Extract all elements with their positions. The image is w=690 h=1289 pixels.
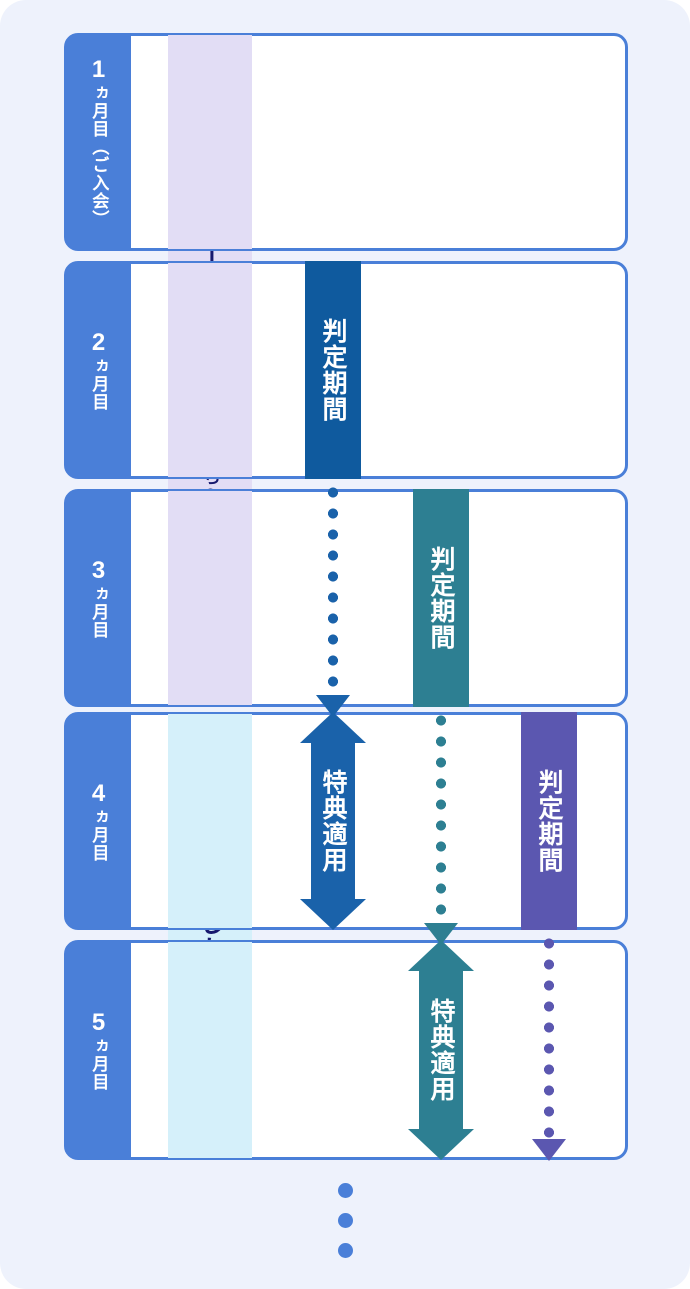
judgement-period-label-1: 判定期間 [319, 318, 347, 422]
judgement-period-bar-2: 判定期間 [413, 489, 469, 707]
arrow-shaft [311, 742, 355, 900]
month-number-2: 2 [85, 329, 113, 357]
month-label-5: 5 ヵ月目 [66, 942, 131, 1158]
benefit-label-1: 特典適用 [319, 769, 347, 873]
connector-dotted-arrow-1 [316, 482, 350, 717]
row-4-band-tint [168, 714, 252, 928]
month-unit-3: ヵ月目 [89, 585, 109, 639]
benefit-arrow-2: 特典適用 [408, 940, 474, 1160]
month-number-5: 5 [85, 1009, 113, 1037]
month-row-3: 3 ヵ月目 [64, 489, 628, 707]
connector-line [544, 933, 554, 1143]
arrow-shaft [419, 970, 463, 1130]
arrow-up-icon [408, 940, 474, 971]
row-1-band-tint [168, 35, 252, 249]
month-label-2: 2 ヵ月目 [66, 263, 131, 477]
connector-line [436, 710, 446, 927]
judgement-period-label-2: 判定期間 [427, 546, 455, 650]
month-unit-2: ヵ月目 [89, 357, 109, 411]
connector-dotted-arrow-3 [532, 933, 566, 1161]
ellipsis-dot [337, 1213, 353, 1228]
month-label-3: 3 ヵ月目 [66, 491, 131, 705]
arrow-down-icon [532, 1139, 566, 1161]
judgement-period-label-3: 判定期間 [535, 769, 563, 873]
month-number-1: 1 [85, 56, 113, 84]
month-label-1: 1 ヵ月目 （ご入会） [66, 35, 131, 249]
connector-line [328, 482, 338, 699]
continuation-ellipsis [0, 1183, 690, 1258]
month-unit-1: ヵ月目 [89, 84, 109, 138]
month-note-1: （ご入会） [89, 138, 109, 228]
arrow-down-icon [408, 1129, 474, 1160]
row-3-band-tint [168, 491, 252, 705]
arrow-down-icon [424, 923, 458, 945]
arrow-down-icon [316, 695, 350, 717]
row-5-band-tint [168, 942, 252, 1158]
benefit-arrow-1: 特典適用 [300, 712, 366, 930]
arrow-down-icon [300, 899, 366, 930]
row-2-band-tint [168, 263, 252, 477]
ellipsis-dot [337, 1183, 353, 1198]
ellipsis-dot [337, 1243, 353, 1258]
month-label-4: 4 ヵ月目 [66, 714, 131, 928]
month-unit-4: ヵ月目 [89, 808, 109, 862]
connector-dotted-arrow-2 [424, 710, 458, 945]
month-row-1: 1 ヵ月目 （ご入会） [64, 33, 628, 251]
month-number-4: 4 [85, 780, 113, 808]
month-row-5: 5 ヵ月目 [64, 940, 628, 1160]
judgement-period-bar-3: 判定期間 [521, 712, 577, 930]
arrow-up-icon [300, 712, 366, 743]
judgement-period-bar-1: 判定期間 [305, 261, 361, 479]
month-number-3: 3 [85, 557, 113, 585]
benefit-label-2: 特典適用 [427, 998, 455, 1102]
month-unit-5: ヵ月目 [89, 1037, 109, 1091]
